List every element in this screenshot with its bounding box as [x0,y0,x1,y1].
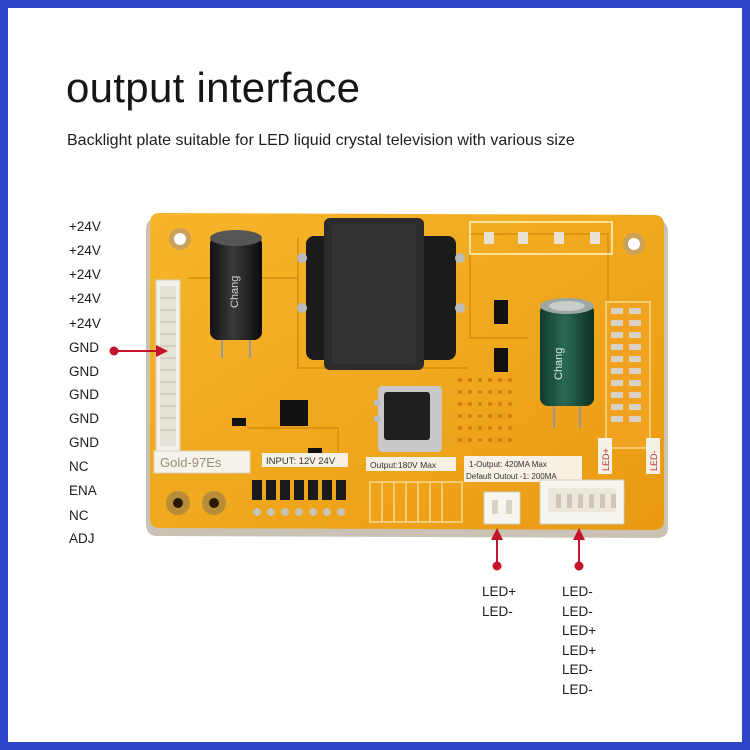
cn2-pin-label: LED+ [482,584,517,599]
pin-label: GND [69,435,99,450]
input-connector [155,279,181,453]
input-voltage-label: INPUT: 12V 24V [266,456,336,467]
black-capacitor: Chang [210,230,262,358]
smd-component [308,448,322,456]
pin-label: GND [69,340,99,355]
cn2-pin-label: LED- [482,604,513,619]
diode [494,348,508,372]
output-header: LED+ LED- [598,301,660,474]
mosfet [374,386,442,452]
output-current-box [464,456,582,482]
pin-label: GND [69,411,99,426]
cn2-pointer [491,528,503,571]
mounting-hole [166,491,190,515]
cn3-pin-label: LED- [562,584,593,599]
green-capacitor: Chang [540,298,594,428]
cn3-pin-label: LED- [562,682,593,697]
ic-chip [280,400,308,426]
capacitor-brand: Chang [229,276,241,308]
jumper-k-row [252,480,346,516]
pin-label: GND [69,387,99,402]
cn3-pin-label: LED+ [562,623,597,638]
led-plus-marking: LED+ [601,448,611,471]
pin-label: ADJ [69,531,95,546]
jumper-pads [469,221,613,255]
cn3-connector [539,479,625,525]
pcb-body [150,213,664,530]
model-label: Gold-97Es [160,455,222,470]
pin-label: +24V [69,316,101,331]
led-minus-marking: LED- [649,450,659,471]
cn3-pointer [573,528,585,571]
input-label-box [262,453,348,467]
pin-label: NC [69,508,89,523]
model-label-box [153,450,251,474]
pin-label: ENA [69,483,97,498]
pin-label: +24V [69,291,101,306]
capacitor-brand: Chang [553,348,565,380]
output-label-box [366,457,456,471]
page-title: output interface [66,64,361,111]
cn3-pin-label: LED+ [562,643,597,658]
transformer [297,218,465,370]
input-pointer [109,345,168,357]
cn2-connector [483,491,521,525]
cn3-pin-label: LED- [562,604,593,619]
mounting-hole [169,228,191,250]
pin-label: NC [69,459,89,474]
jumper-j-table [369,481,463,523]
diode [494,300,508,324]
pin-label: +24V [69,267,101,282]
via-grid [458,378,512,442]
pin-label: +24V [69,219,101,234]
output-current-line2: Default Outout -1: 200MA [466,472,557,481]
cn3-pin-label: LED- [562,662,593,677]
output-voltage-label: Output:180V Max [370,460,437,470]
smd-component [232,418,246,426]
pin-label: GND [69,364,99,379]
pin-label: +24V [69,243,101,258]
page-subtitle: Backlight plate suitable for LED liquid … [67,132,575,149]
output-current-line1: 1-Output: 420MA Max [469,460,547,469]
product-card: output interface Backlight plate suitabl… [8,8,742,742]
mounting-hole [623,233,645,255]
led-driver-board: Gold-97Es Chang [109,213,668,571]
mounting-hole [202,491,226,515]
